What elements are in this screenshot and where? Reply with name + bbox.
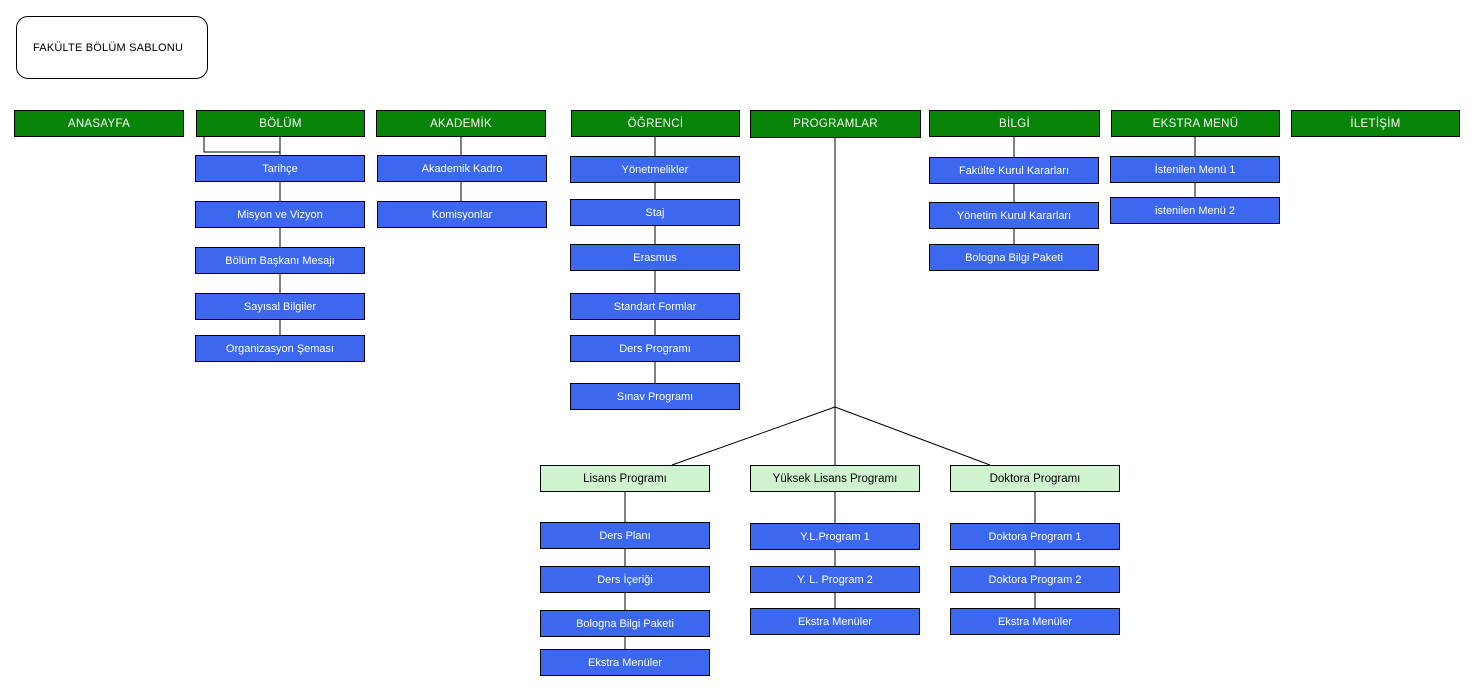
ogrenci-item-yonetmelikler: Yönetmelikler	[570, 156, 740, 183]
doktora-item-ekstra-menuler: Ekstra Menüler	[950, 608, 1120, 635]
bilgi-item-yonetim-kurul: Yönetim Kurul Kararları	[929, 202, 1099, 229]
doktora-item-program-2: Doktora Program 2	[950, 566, 1120, 593]
menu-bolum: BÖLÜM	[196, 110, 365, 137]
program-lisans: Lisans Programı	[540, 465, 710, 492]
lisans-item-ders-plani: Ders Planı	[540, 522, 710, 549]
menu-ekstra-menu: EKSTRA MENÜ	[1111, 110, 1280, 137]
yl-item-program-1: Y.L.Program 1	[750, 523, 920, 550]
ogrenci-item-standart-formlar: Standart Formlar	[570, 293, 740, 320]
yl-item-program-2: Y. L. Program 2	[750, 566, 920, 593]
yl-item-ekstra-menuler: Ekstra Menüler	[750, 608, 920, 635]
bolum-item-organizasyon-semasi: Organizasyon Şeması	[195, 335, 365, 362]
ogrenci-item-ders-programi: Ders Programı	[570, 335, 740, 362]
lisans-item-bologna: Bologna Bilgi Paketi	[540, 610, 710, 637]
ogrenci-item-sinav-programi: Sınav Programı	[570, 383, 740, 410]
doktora-item-program-1: Doktora Program 1	[950, 523, 1120, 550]
akademik-item-komisyonlar: Komisyonlar	[377, 201, 547, 228]
lisans-item-ekstra-menuler: Ekstra Menüler	[540, 649, 710, 676]
akademik-item-akademik-kadro: Akademik Kadro	[377, 155, 547, 182]
lisans-item-ders-icerigi: Ders İçeriği	[540, 566, 710, 593]
menu-iletisim: İLETİŞİM	[1291, 110, 1460, 137]
diagram-title-box: FAKÜLTE BÖLÜM SABLONU	[16, 16, 208, 79]
bolum-item-sayisal-bilgiler: Sayısal Bilgiler	[195, 293, 365, 320]
program-doktora: Doktora Programı	[950, 465, 1120, 492]
bilgi-item-fakulte-kurul: Fakülte Kurul Kararları	[929, 157, 1099, 184]
ekstra-item-istenilen-menu-1: İstenilen Menü 1	[1110, 156, 1280, 183]
menu-programlar: PROGRAMLAR	[750, 110, 921, 138]
menu-anasayfa: ANASAYFA	[14, 110, 184, 137]
program-yuksek-lisans: Yüksek Lisans Programı	[750, 465, 920, 492]
ogrenci-item-erasmus: Erasmus	[570, 244, 740, 271]
menu-akademik: AKADEMİK	[376, 110, 546, 137]
menu-ogrenci: ÖĞRENCİ	[571, 110, 740, 137]
bolum-item-baskan-mesaji: Bölüm Başkanı Mesajı	[195, 247, 365, 274]
diagram-title: FAKÜLTE BÖLÜM SABLONU	[33, 41, 184, 54]
ekstra-item-istenilen-menu-2: istenilen Menü 2	[1110, 197, 1280, 224]
bolum-item-tarihce: Tarihçe	[195, 155, 365, 182]
ogrenci-item-staj: Staj	[570, 199, 740, 226]
bilgi-item-bologna: Bologna Bilgi Paketi	[929, 244, 1099, 271]
menu-bilgi: BİLGİ	[929, 110, 1100, 137]
bolum-item-misyon-vizyon: Misyon ve Vizyon	[195, 201, 365, 228]
